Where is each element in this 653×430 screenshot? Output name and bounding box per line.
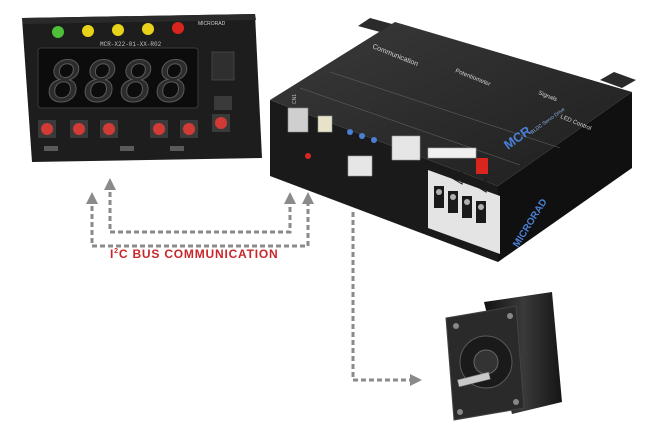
terminal-block (434, 186, 486, 223)
pot-2[interactable] (359, 133, 365, 139)
driver-to-motor-arrow (351, 212, 422, 386)
board-model-label: MCR-X22-01-XX-R02 (100, 41, 162, 48)
digit-1: 8 (48, 50, 82, 115)
digit-3: 8 (120, 50, 154, 115)
button-6[interactable] (215, 117, 227, 129)
pot-3[interactable] (371, 137, 377, 143)
button-5[interactable] (183, 123, 195, 135)
led-green (52, 26, 64, 38)
connector-red (476, 158, 488, 174)
connector-cn2 (391, 135, 421, 161)
digit-4: 8 (156, 50, 190, 115)
button-1[interactable] (41, 123, 53, 135)
led-red (172, 22, 184, 34)
connector-cn1-label: CN1 (292, 94, 298, 104)
connector-cn3 (347, 155, 373, 177)
driver-top-face (270, 22, 632, 186)
i2c-bus-arrows (86, 178, 314, 248)
led-yellow-1 (82, 25, 94, 37)
seven-segment-display: 8 8 8 8 (37, 47, 199, 116)
display-board: MICRORAD MCR-X22-01-XX-R02 8 8 8 8 (22, 14, 262, 162)
button-2[interactable] (73, 123, 85, 135)
connector-jumper (317, 115, 333, 133)
board-brand-label: MICRORAD (198, 21, 226, 27)
driver-side-face (498, 92, 632, 262)
digit-2: 8 (84, 50, 118, 115)
i2c-outer-link (86, 192, 314, 248)
status-leds (52, 22, 184, 38)
i2c-bus-caption: I2C BUS COMMUNICATION (110, 247, 278, 261)
board-buttons (38, 114, 230, 138)
caption-suffix: C BUS COMMUNICATION (118, 247, 279, 261)
caption-superscript: 2 (114, 248, 119, 255)
button-3[interactable] (103, 123, 115, 135)
bldc-motor (445, 292, 562, 421)
led-yellow-2 (112, 24, 124, 36)
led-yellow-3 (142, 23, 154, 35)
caption-prefix: I (110, 247, 115, 261)
pot-1[interactable] (347, 129, 353, 135)
motor-shaft (457, 371, 491, 388)
button-4[interactable] (153, 123, 165, 135)
connector-cn1 (287, 107, 309, 133)
connector-ribbon (427, 147, 477, 159)
servo-driver: Communication Potentiometer Signals LED … (270, 18, 636, 262)
i2c-inner-link (104, 178, 296, 234)
power-led (305, 153, 311, 159)
